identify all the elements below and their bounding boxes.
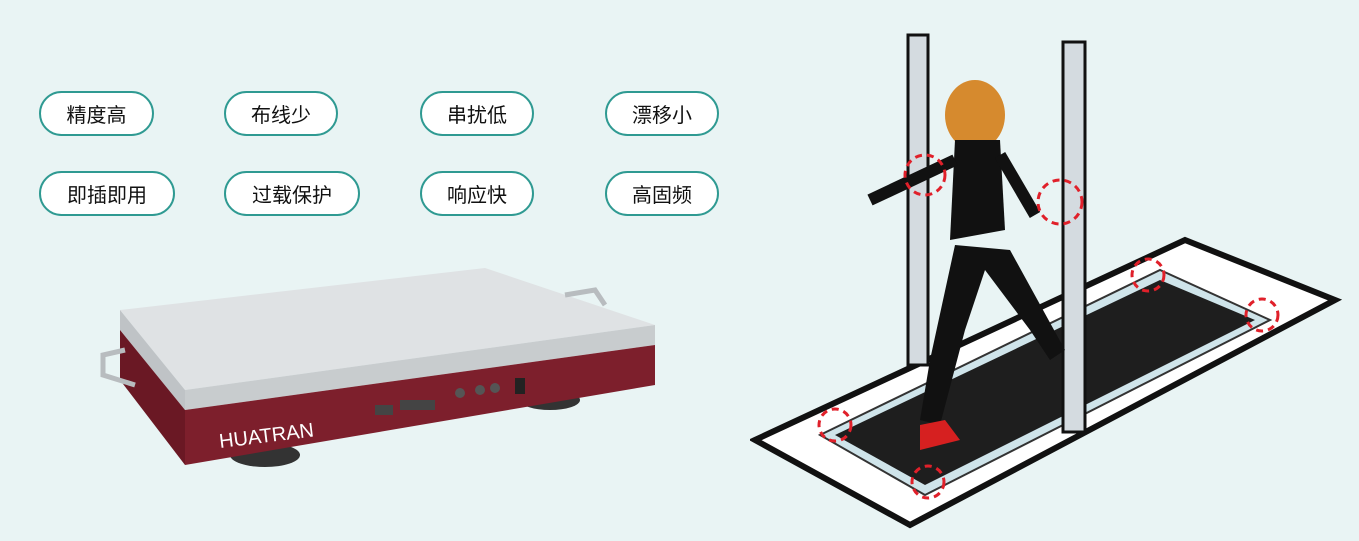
feature-tag: 过载保护 (224, 171, 360, 216)
feature-tag: 串扰低 (420, 91, 534, 136)
feature-tag: 布线少 (224, 91, 338, 136)
gait-walkway-illustration (750, 33, 1343, 529)
force-plate-image: HUATRAN (100, 268, 655, 467)
feature-tag: 响应快 (420, 171, 534, 216)
feature-tag: 漂移小 (605, 91, 719, 136)
feature-tag: 高固频 (605, 171, 719, 216)
feature-tag: 即插即用 (39, 171, 175, 216)
feature-tag: 精度高 (39, 91, 154, 136)
